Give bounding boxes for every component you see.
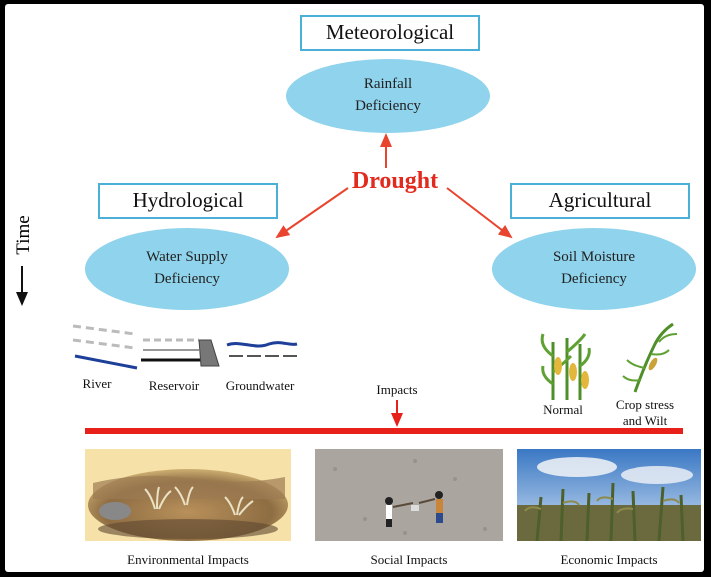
river-icon (72, 324, 138, 370)
normal-label: Normal (543, 402, 583, 417)
arrow-to-soil-moisture (446, 187, 513, 239)
crop-stress-label: Crop stress and Wilt (603, 397, 687, 430)
diagram-frame: Meteorological Hydrological Agricultural… (5, 4, 704, 572)
groundwater-label: Groundwater (225, 378, 295, 393)
environmental-impacts-image (85, 449, 291, 541)
social-impacts-image (315, 449, 503, 541)
corn-normal-icon (540, 333, 591, 400)
impacts-label: Impacts (376, 382, 418, 397)
soil-moisture-line2: Deficiency (561, 271, 627, 287)
impact-bar (85, 428, 683, 434)
groundwater-icon (226, 341, 298, 357)
hydrological-box: Hydrological (98, 183, 278, 219)
rainfall-line2: Deficiency (355, 98, 421, 114)
soil-moisture-line1: Soil Moisture (552, 249, 636, 266)
reservoir-icon (141, 338, 220, 367)
agricultural-box: Agricultural (510, 183, 690, 219)
arrow-layer (16, 133, 683, 434)
arrow-to-water-supply (275, 187, 349, 239)
meteorological-box: Meteorological (300, 15, 480, 51)
corn-stressed-icon (622, 322, 678, 393)
crop-stress-line2: and Wilt (622, 413, 668, 429)
economic-impacts-image (517, 449, 701, 541)
social-impacts-label: Social Impacts (370, 552, 448, 567)
environmental-impacts-label: Environmental Impacts (127, 552, 249, 567)
crop-stress-line1: Crop stress (615, 397, 675, 412)
reservoir-label: Reservoir (148, 378, 200, 393)
water-supply-line2: Deficiency (154, 271, 220, 287)
time-label: Time (13, 215, 34, 255)
drought-label: Drought (351, 168, 439, 194)
rainfall-line1: Rainfall (363, 76, 413, 93)
water-supply-line1: Water Supply (146, 249, 228, 266)
economic-impacts-label: Economic Impacts (560, 552, 658, 567)
river-label: River (82, 376, 112, 391)
